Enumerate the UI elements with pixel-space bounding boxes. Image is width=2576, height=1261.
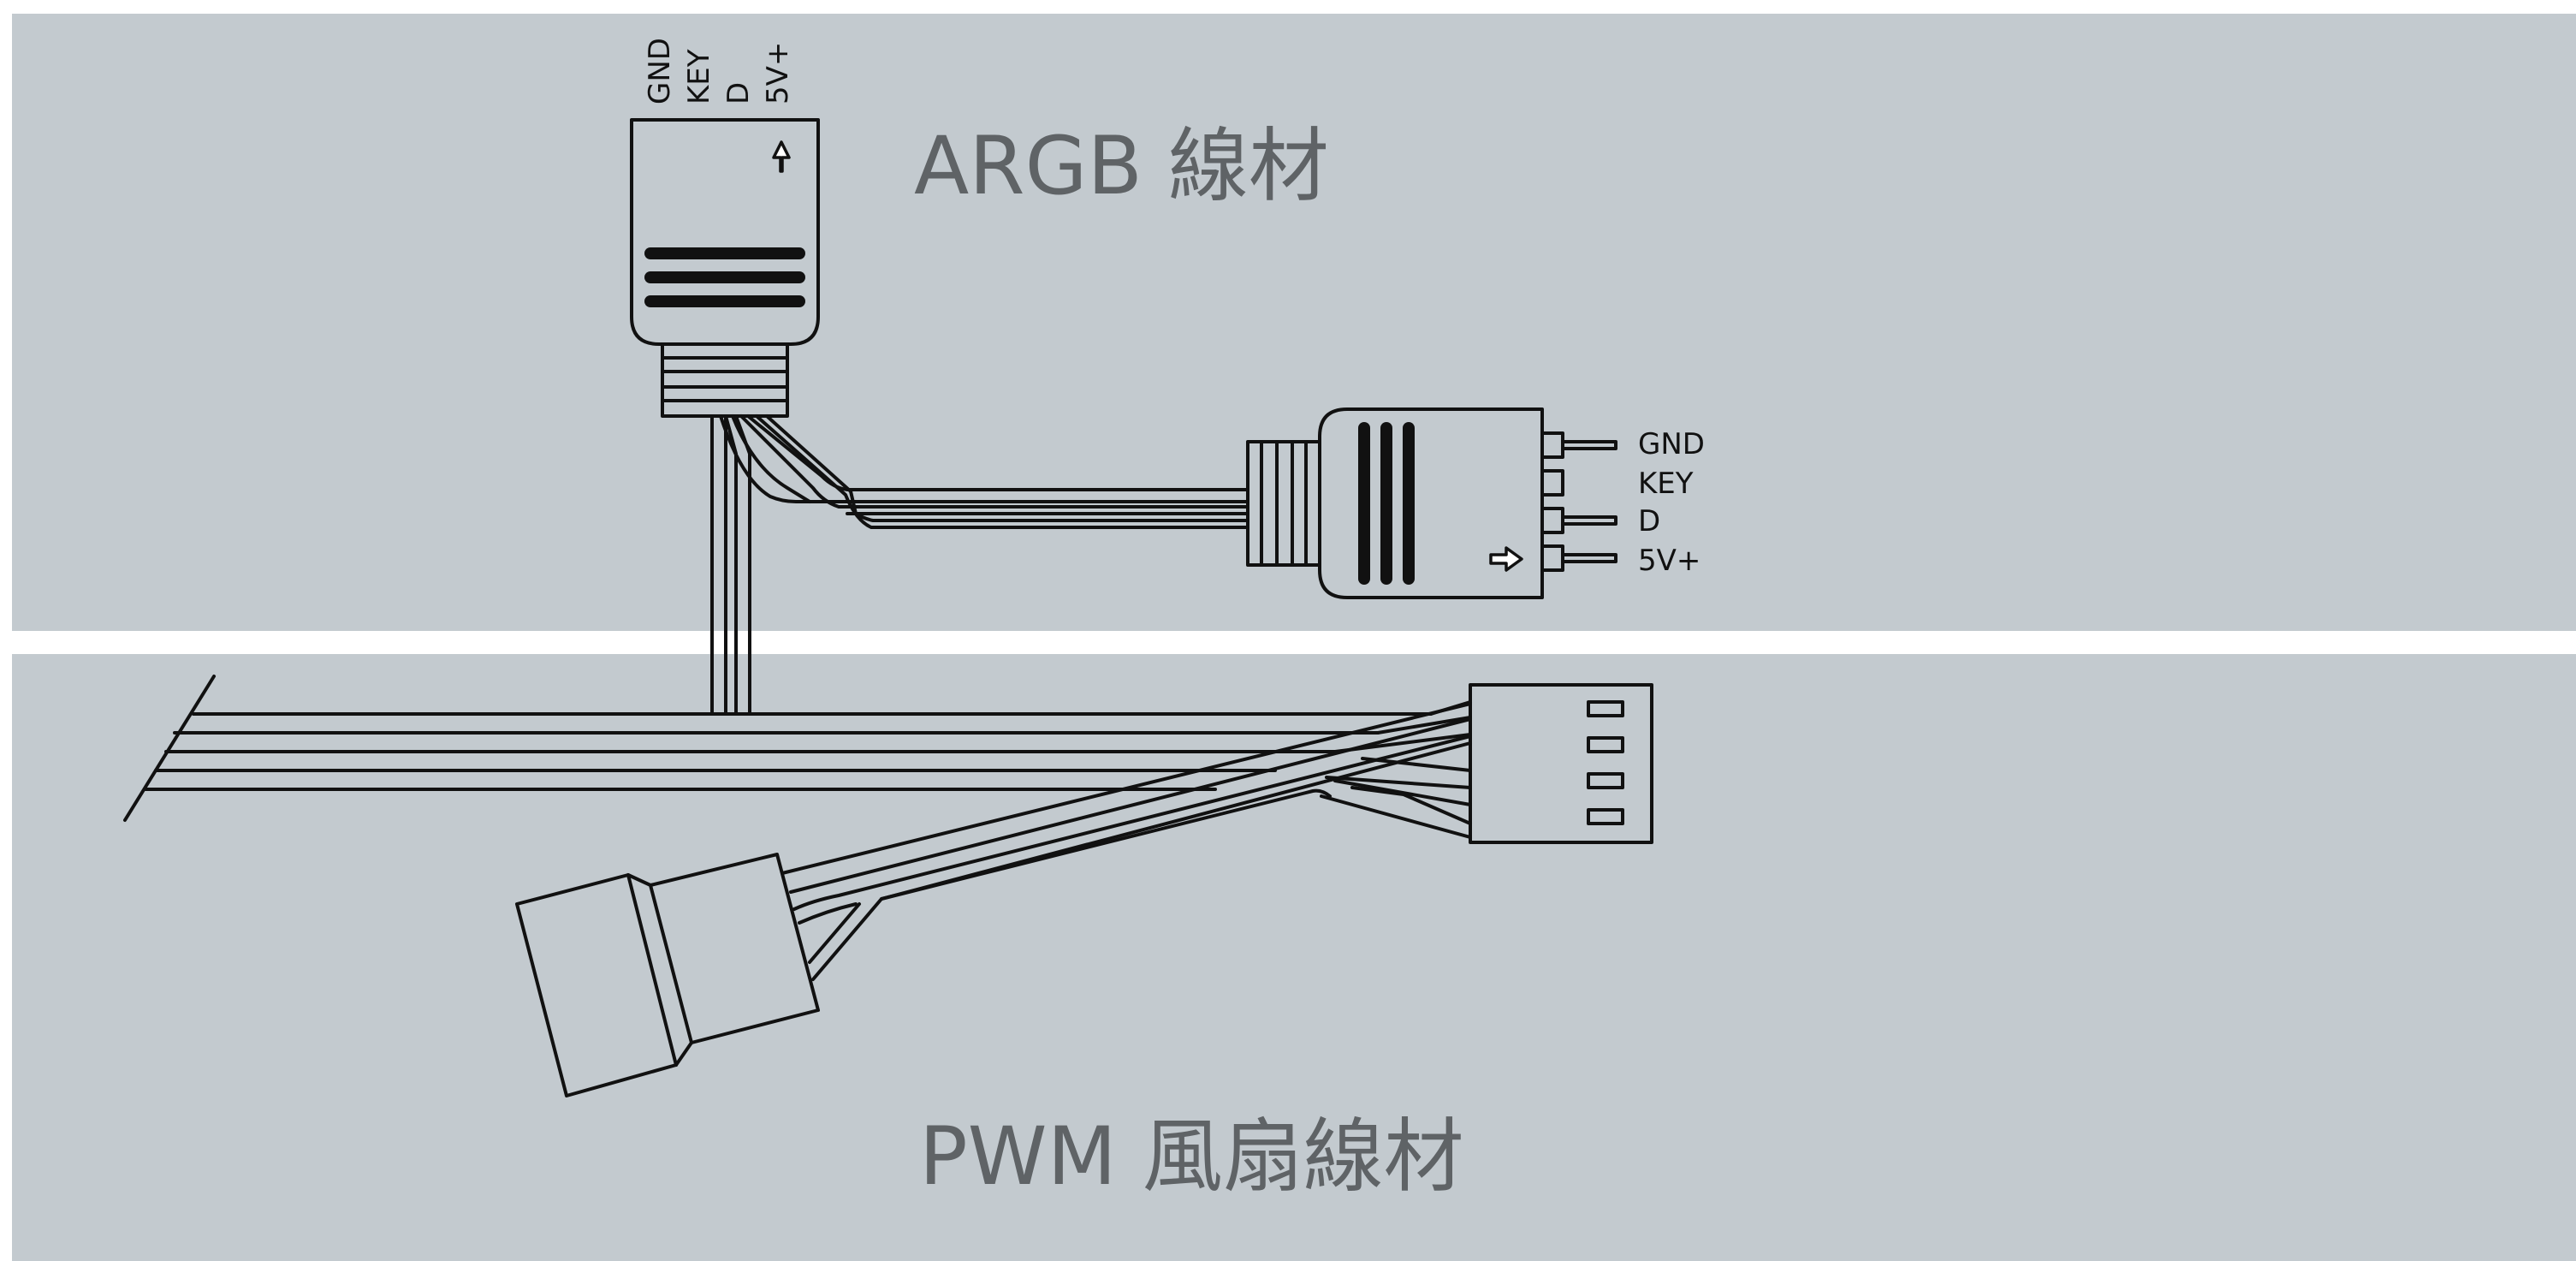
pin-label-gnd: GND [643, 38, 677, 104]
argb-top-connector [630, 118, 820, 418]
argb-vertical-wires [710, 414, 751, 716]
pwm-main-wires [123, 675, 1433, 822]
pin-label-d: D [1638, 504, 1660, 538]
argb-cable-title: ARGB 線材 [914, 120, 1329, 213]
pwm-fan-cable-panel [12, 654, 2576, 1261]
pin-label-gnd: GND [1638, 427, 1705, 461]
argb-side-connector [1246, 407, 1617, 599]
molex-branch-wires [781, 702, 1472, 981]
argb-side-pin-labels: GND KEY D 5V+ [1638, 427, 1705, 578]
right-arrow-icon [1489, 546, 1523, 572]
pin-label-key: KEY [1638, 467, 1694, 501]
pin-label-5v: 5V+ [1638, 544, 1701, 578]
pin-label-key: KEY [682, 49, 716, 104]
pwm-fan-cable-title: PWM 風扇線材 [919, 1110, 1464, 1204]
up-arrow-icon [772, 140, 791, 173]
argb-top-pin-labels: GND KEY D 5V+ [643, 38, 795, 104]
molex-connector [515, 853, 820, 1097]
pin-label-d: D [721, 82, 756, 104]
cable-cut-end [123, 675, 216, 822]
pwm-4pin-connector [1469, 683, 1653, 844]
argb-horizontal-wires [719, 414, 1249, 529]
pin-label-5v: 5V+ [761, 42, 795, 104]
